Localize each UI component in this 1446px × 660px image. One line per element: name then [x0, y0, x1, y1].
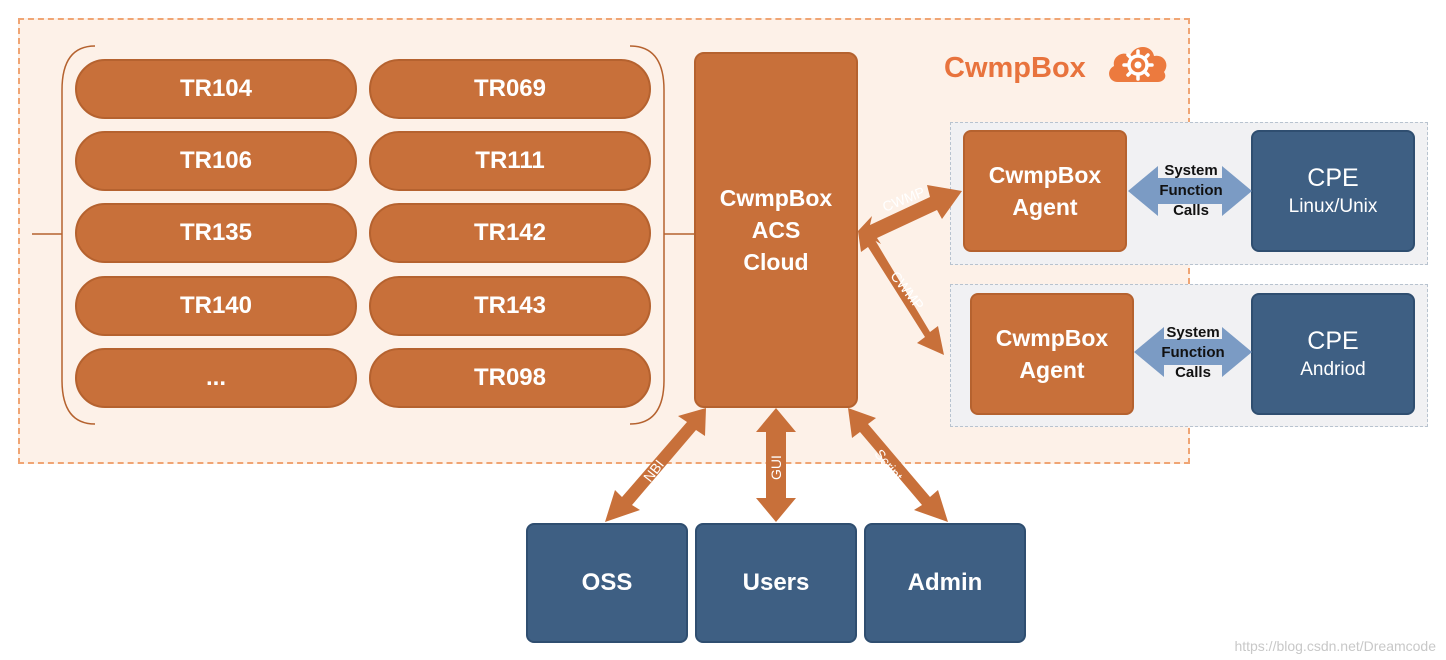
sys-call-arrow	[1128, 166, 1252, 216]
tr-item: TR111	[369, 131, 651, 191]
agent-box: CwmpBox Agent	[970, 293, 1134, 415]
agent-box: CwmpBox Agent	[963, 130, 1127, 252]
tr-item: TR140	[75, 276, 357, 336]
acs-line: Cloud	[743, 249, 809, 275]
sys-label-line: Function	[1161, 344, 1225, 361]
acs-line: CwmpBox	[719, 185, 833, 211]
cloud-gear-icon	[1109, 47, 1167, 82]
tr-item: TR135	[75, 203, 357, 263]
tr-item: ...	[75, 348, 357, 408]
sys-label-line: Function	[1159, 182, 1223, 199]
cpe-box: CPE Andriod	[1251, 293, 1415, 415]
agent-line: Agent	[1019, 357, 1085, 383]
users-box: Users	[695, 523, 857, 643]
script-arrow	[848, 408, 948, 522]
tr-item: TR104	[75, 59, 357, 119]
acs-cloud-box: CwmpBox ACS Cloud	[694, 52, 858, 408]
cpe-box: CPE Linux/Unix	[1251, 130, 1415, 252]
sys-label-line: System	[1166, 324, 1220, 341]
cwmp-arrow	[858, 185, 962, 244]
oss-box: OSS	[526, 523, 688, 643]
cpe-title: CPE	[1307, 164, 1359, 192]
cpe-os: Linux/Unix	[1288, 196, 1378, 217]
admin-box: Admin	[864, 523, 1026, 643]
tr-item: TR098	[369, 348, 651, 408]
tr-item: TR142	[369, 203, 651, 263]
sys-label-line: Calls	[1175, 364, 1211, 381]
agent-line: CwmpBox	[988, 162, 1102, 188]
tr-item: TR106	[75, 131, 357, 191]
sys-call-arrow	[1134, 327, 1252, 377]
watermark: https://blog.csdn.net/Dreamcode	[1234, 638, 1436, 654]
cwmp-arrow	[858, 230, 944, 355]
tr-item: TR069	[369, 59, 651, 119]
gui-label: GUI	[768, 455, 784, 480]
sys-label-line: System	[1164, 162, 1218, 179]
brand-title: CwmpBox	[944, 51, 1086, 84]
gui-arrow	[756, 408, 796, 522]
agent-line: Agent	[1012, 194, 1078, 220]
nbi-arrow	[605, 408, 706, 522]
tr-item: TR143	[369, 276, 651, 336]
sys-call-label: System Function Calls	[1152, 323, 1234, 383]
sys-label-line: Calls	[1173, 202, 1209, 219]
agent-line: CwmpBox	[995, 325, 1109, 351]
sys-call-label: System Function Calls	[1150, 161, 1232, 221]
cpe-os: Andriod	[1300, 359, 1366, 380]
cpe-title: CPE	[1307, 327, 1359, 355]
acs-line: ACS	[751, 217, 801, 243]
